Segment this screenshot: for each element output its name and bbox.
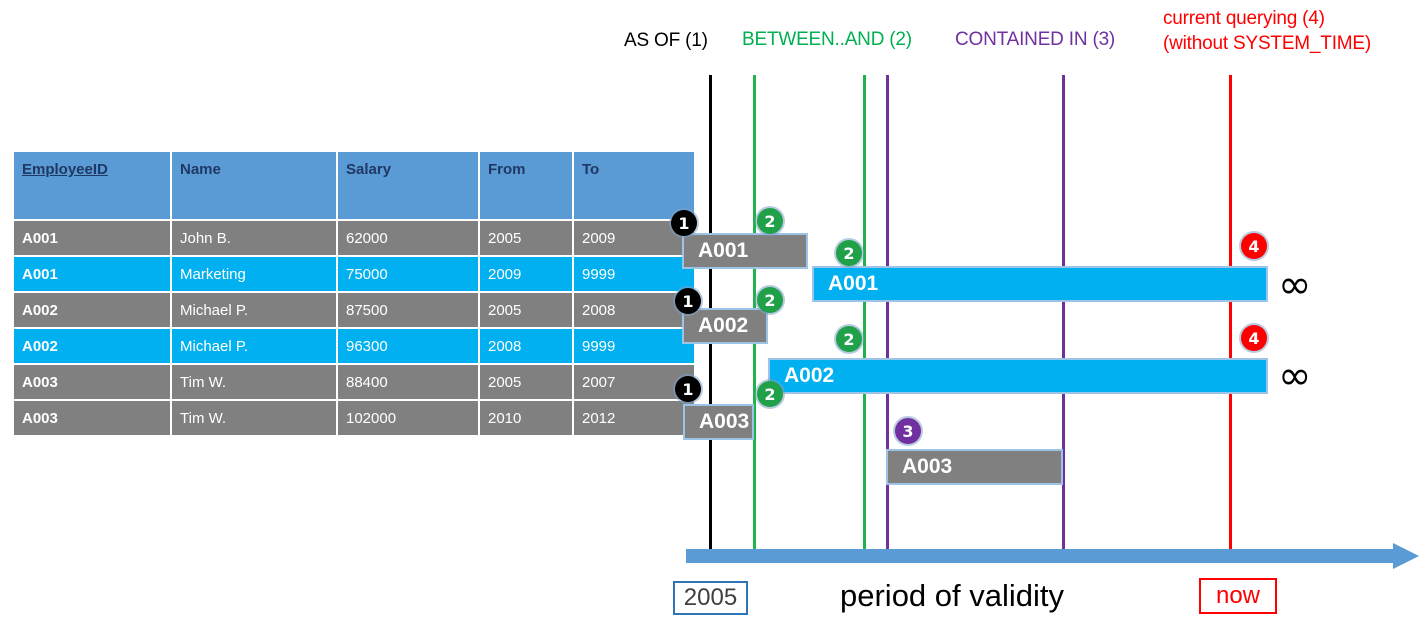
table-row: A001 Marketing 75000 2009 9999	[14, 257, 694, 291]
vline-contained-end	[1062, 75, 1065, 558]
vline-contained-start	[886, 75, 889, 558]
legend-current-line2: (without SYSTEM_TIME)	[1163, 33, 1372, 54]
cell-name: Michael P.	[172, 293, 336, 327]
table-row: A002 Michael P. 87500 2005 2008	[14, 293, 694, 327]
column-header-name: Name	[172, 152, 336, 219]
cell-to: 2007	[574, 365, 694, 399]
badge-as-of-a003: 1	[675, 376, 701, 402]
legend-as-of: AS OF (1)	[624, 30, 708, 51]
legend-between-and: BETWEEN..AND (2)	[742, 29, 912, 50]
table-row: A002 Michael P. 96300 2008 9999	[14, 329, 694, 363]
cell-salary: 62000	[338, 221, 478, 255]
badge-between-a002-end: 2	[836, 326, 862, 352]
cell-from: 2005	[480, 365, 572, 399]
cell-salary: 96300	[338, 329, 478, 363]
vline-now	[1229, 75, 1232, 558]
cell-employeeid: A001	[14, 257, 170, 291]
timeline-bar-a003-historical-1: A003	[683, 404, 754, 440]
legend-current-line1: current querying (4)	[1163, 8, 1325, 29]
cell-to: 2012	[574, 401, 694, 435]
cell-from: 2010	[480, 401, 572, 435]
column-header-to: To	[574, 152, 694, 219]
column-header-employeeid: EmployeeID	[14, 152, 170, 219]
cell-name: Tim W.	[172, 401, 336, 435]
cell-salary: 87500	[338, 293, 478, 327]
badge-between-a002-start: 2	[757, 287, 783, 313]
table-row: A001 John B. 62000 2005 2009	[14, 221, 694, 255]
axis-title: period of validity	[840, 578, 1065, 613]
legend-contained-in: CONTAINED IN (3)	[955, 29, 1116, 50]
legend-current-querying: current querying (4) (without SYSTEM_TIM…	[1163, 6, 1371, 56]
cell-employeeid: A002	[14, 293, 170, 327]
cell-name: Michael P.	[172, 329, 336, 363]
vline-between-end	[863, 75, 866, 558]
cell-employeeid: A003	[14, 401, 170, 435]
table-row: A003 Tim W. 88400 2005 2007	[14, 365, 694, 399]
column-header-salary: Salary	[338, 152, 478, 219]
employee-history-table: EmployeeID Name Salary From To A001 John…	[12, 150, 696, 437]
timeline-bar-a001-historical: A001	[682, 233, 808, 269]
timeline-bar-a003-historical-2: A003	[886, 449, 1063, 485]
cell-from: 2005	[480, 221, 572, 255]
cell-employeeid: A002	[14, 329, 170, 363]
cell-to: 2008	[574, 293, 694, 327]
timeline-axis-arrow-icon	[1393, 543, 1419, 569]
badge-as-of-a002: 1	[675, 288, 701, 314]
axis-now-label: now	[1199, 578, 1277, 614]
cell-salary: 102000	[338, 401, 478, 435]
cell-name: John B.	[172, 221, 336, 255]
cell-name: Marketing	[172, 257, 336, 291]
badge-current-a001: 4	[1241, 233, 1267, 259]
column-header-from: From	[480, 152, 572, 219]
infinity-symbol-a001: ∞	[1278, 262, 1312, 308]
cell-employeeid: A003	[14, 365, 170, 399]
cell-to: 9999	[574, 329, 694, 363]
cell-employeeid: A001	[14, 221, 170, 255]
infinity-symbol-a002: ∞	[1278, 353, 1312, 399]
cell-to: 9999	[574, 257, 694, 291]
badge-between-a003: 2	[757, 381, 783, 407]
badge-current-a002: 4	[1241, 325, 1267, 351]
column-header-employeeid-label: EmployeeID	[22, 161, 108, 178]
axis-start-label: 2005	[673, 581, 748, 615]
timeline-bar-a002-historical: A002	[682, 308, 768, 344]
table-header-row: EmployeeID Name Salary From To	[14, 152, 694, 219]
cell-name: Tim W.	[172, 365, 336, 399]
timeline-bar-a001-current: A001	[812, 266, 1268, 302]
cell-salary: 88400	[338, 365, 478, 399]
badge-between-a001-end: 2	[836, 240, 862, 266]
badge-between-a001-start: 2	[757, 208, 783, 234]
cell-from: 2009	[480, 257, 572, 291]
timeline-axis	[686, 549, 1398, 563]
badge-as-of-a001: 1	[671, 210, 697, 236]
badge-contained-a003: 3	[895, 418, 921, 444]
timeline-bar-a002-current: A002	[768, 358, 1268, 394]
table-row: A003 Tim W. 102000 2010 2012	[14, 401, 694, 435]
cell-from: 2005	[480, 293, 572, 327]
cell-from: 2008	[480, 329, 572, 363]
cell-salary: 75000	[338, 257, 478, 291]
